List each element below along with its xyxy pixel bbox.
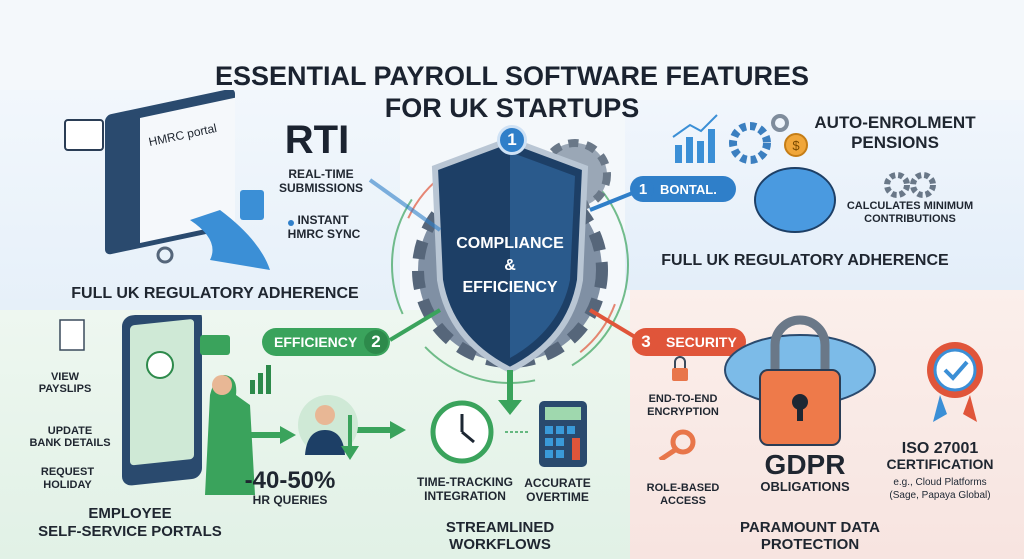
hr-person-down-icon — [298, 395, 359, 460]
badge-efficiency-label: EFFICIENCY — [274, 334, 358, 350]
clock-icon — [430, 400, 494, 464]
center-badge-1: 1 — [497, 125, 527, 155]
pensions-title-1: AUTO-ENROLMENT — [814, 113, 976, 132]
item-view-payslips-2: PAYSLIPS — [38, 383, 92, 395]
caption-regulatory-right: FULL UK REGULATORY ADHERENCE — [661, 252, 949, 269]
hr-stat-label: HR QUERIES — [252, 493, 328, 507]
badge-security-number: 3 — [634, 330, 658, 354]
item-bank-details-2: BANK DETAILS — [29, 437, 111, 449]
iso-2: CERTIFICATION — [886, 456, 994, 472]
center-text-3: EFFICIENCY — [462, 279, 558, 296]
rti-sub-2: SUBMISSIONS — [278, 181, 363, 195]
time-tracking-2: INTEGRATION — [424, 489, 506, 503]
hmrc-portal-browser-icon — [64, 90, 270, 270]
badge-efficiency-number: 2 — [364, 330, 388, 354]
calculator-icon — [539, 401, 587, 467]
iso-3: e.g., Cloud Platforms — [893, 477, 987, 488]
sync-2: HMRC SYNC — [287, 227, 361, 241]
iso-1: ISO 27001 — [901, 440, 979, 457]
item-request-holiday-1: REQUEST — [40, 466, 95, 478]
sync-1: INSTANT — [297, 213, 349, 227]
badge-compliance: 1 BONTAL. — [630, 176, 736, 202]
encryption-1: END-TO-END — [648, 393, 718, 405]
caption-streamlined: STREAMLINED WORKFLOWS — [445, 519, 555, 553]
badge-security: 3 SECURITY — [632, 328, 746, 356]
hr-stat-value: -40-50% — [244, 467, 336, 494]
caption-regulatory-left: FULL UK REGULATORY ADHERENCE — [71, 285, 359, 302]
sync-dot-icon — [288, 220, 294, 226]
badge-efficiency: EFFICIENCY 2 — [262, 328, 390, 356]
pensions-sub-2: CONTRIBUTIONS — [864, 213, 956, 225]
item-bank-details-1: UPDATE — [47, 425, 93, 437]
lock-cloud-keys-icons — [658, 315, 983, 460]
pensions-title-2: PENSIONS — [851, 133, 939, 152]
role-access-2: ACCESS — [660, 495, 706, 507]
badge-compliance-label: BONTAL. — [660, 181, 717, 197]
gdpr-heading: GDPR — [764, 449, 846, 480]
caption-data-protection: PARAMOUNT DATA PROTECTION — [740, 519, 880, 553]
overtime-2: OVERTIME — [526, 490, 589, 504]
shield-gear-icon — [391, 136, 629, 415]
rti-sub-1: REAL-TIME — [288, 167, 354, 181]
badge-security-label: SECURITY — [666, 334, 737, 350]
encryption-2: ENCRYPTION — [647, 406, 719, 418]
time-tracking-1: TIME-TRACKING — [417, 475, 513, 489]
item-request-holiday-2: HOLIDAY — [43, 479, 92, 491]
center-text-2: & — [504, 257, 516, 274]
badge-compliance-number: 1 — [632, 178, 654, 200]
title-line-1: ESSENTIAL PAYROLL SOFTWARE FEATURES — [214, 61, 810, 91]
title-line-2: FOR UK STARTUPS — [384, 93, 640, 123]
coin-icon: $ — [792, 138, 800, 153]
phone-user-icon — [59, 315, 271, 495]
ess-caption-2: SELF-SERVICE PORTALS — [38, 523, 222, 540]
role-access-1: ROLE-BASED — [646, 482, 720, 494]
gdpr-sub: OBLIGATIONS — [760, 479, 850, 494]
item-view-payslips-1: VIEW — [50, 371, 80, 383]
overtime-1: ACCURATE — [524, 476, 591, 490]
pensions-sub-1: CALCULATES MINIMUM — [846, 200, 974, 212]
ess-caption-1: EMPLOYEE — [88, 505, 172, 522]
center-text-1: COMPLIANCE — [456, 235, 564, 252]
chart-gear-piggy-icons: $ — [672, 114, 936, 233]
rti-heading: RTI — [284, 118, 350, 162]
iso-4: (Sage, Papaya Global) — [889, 490, 991, 501]
